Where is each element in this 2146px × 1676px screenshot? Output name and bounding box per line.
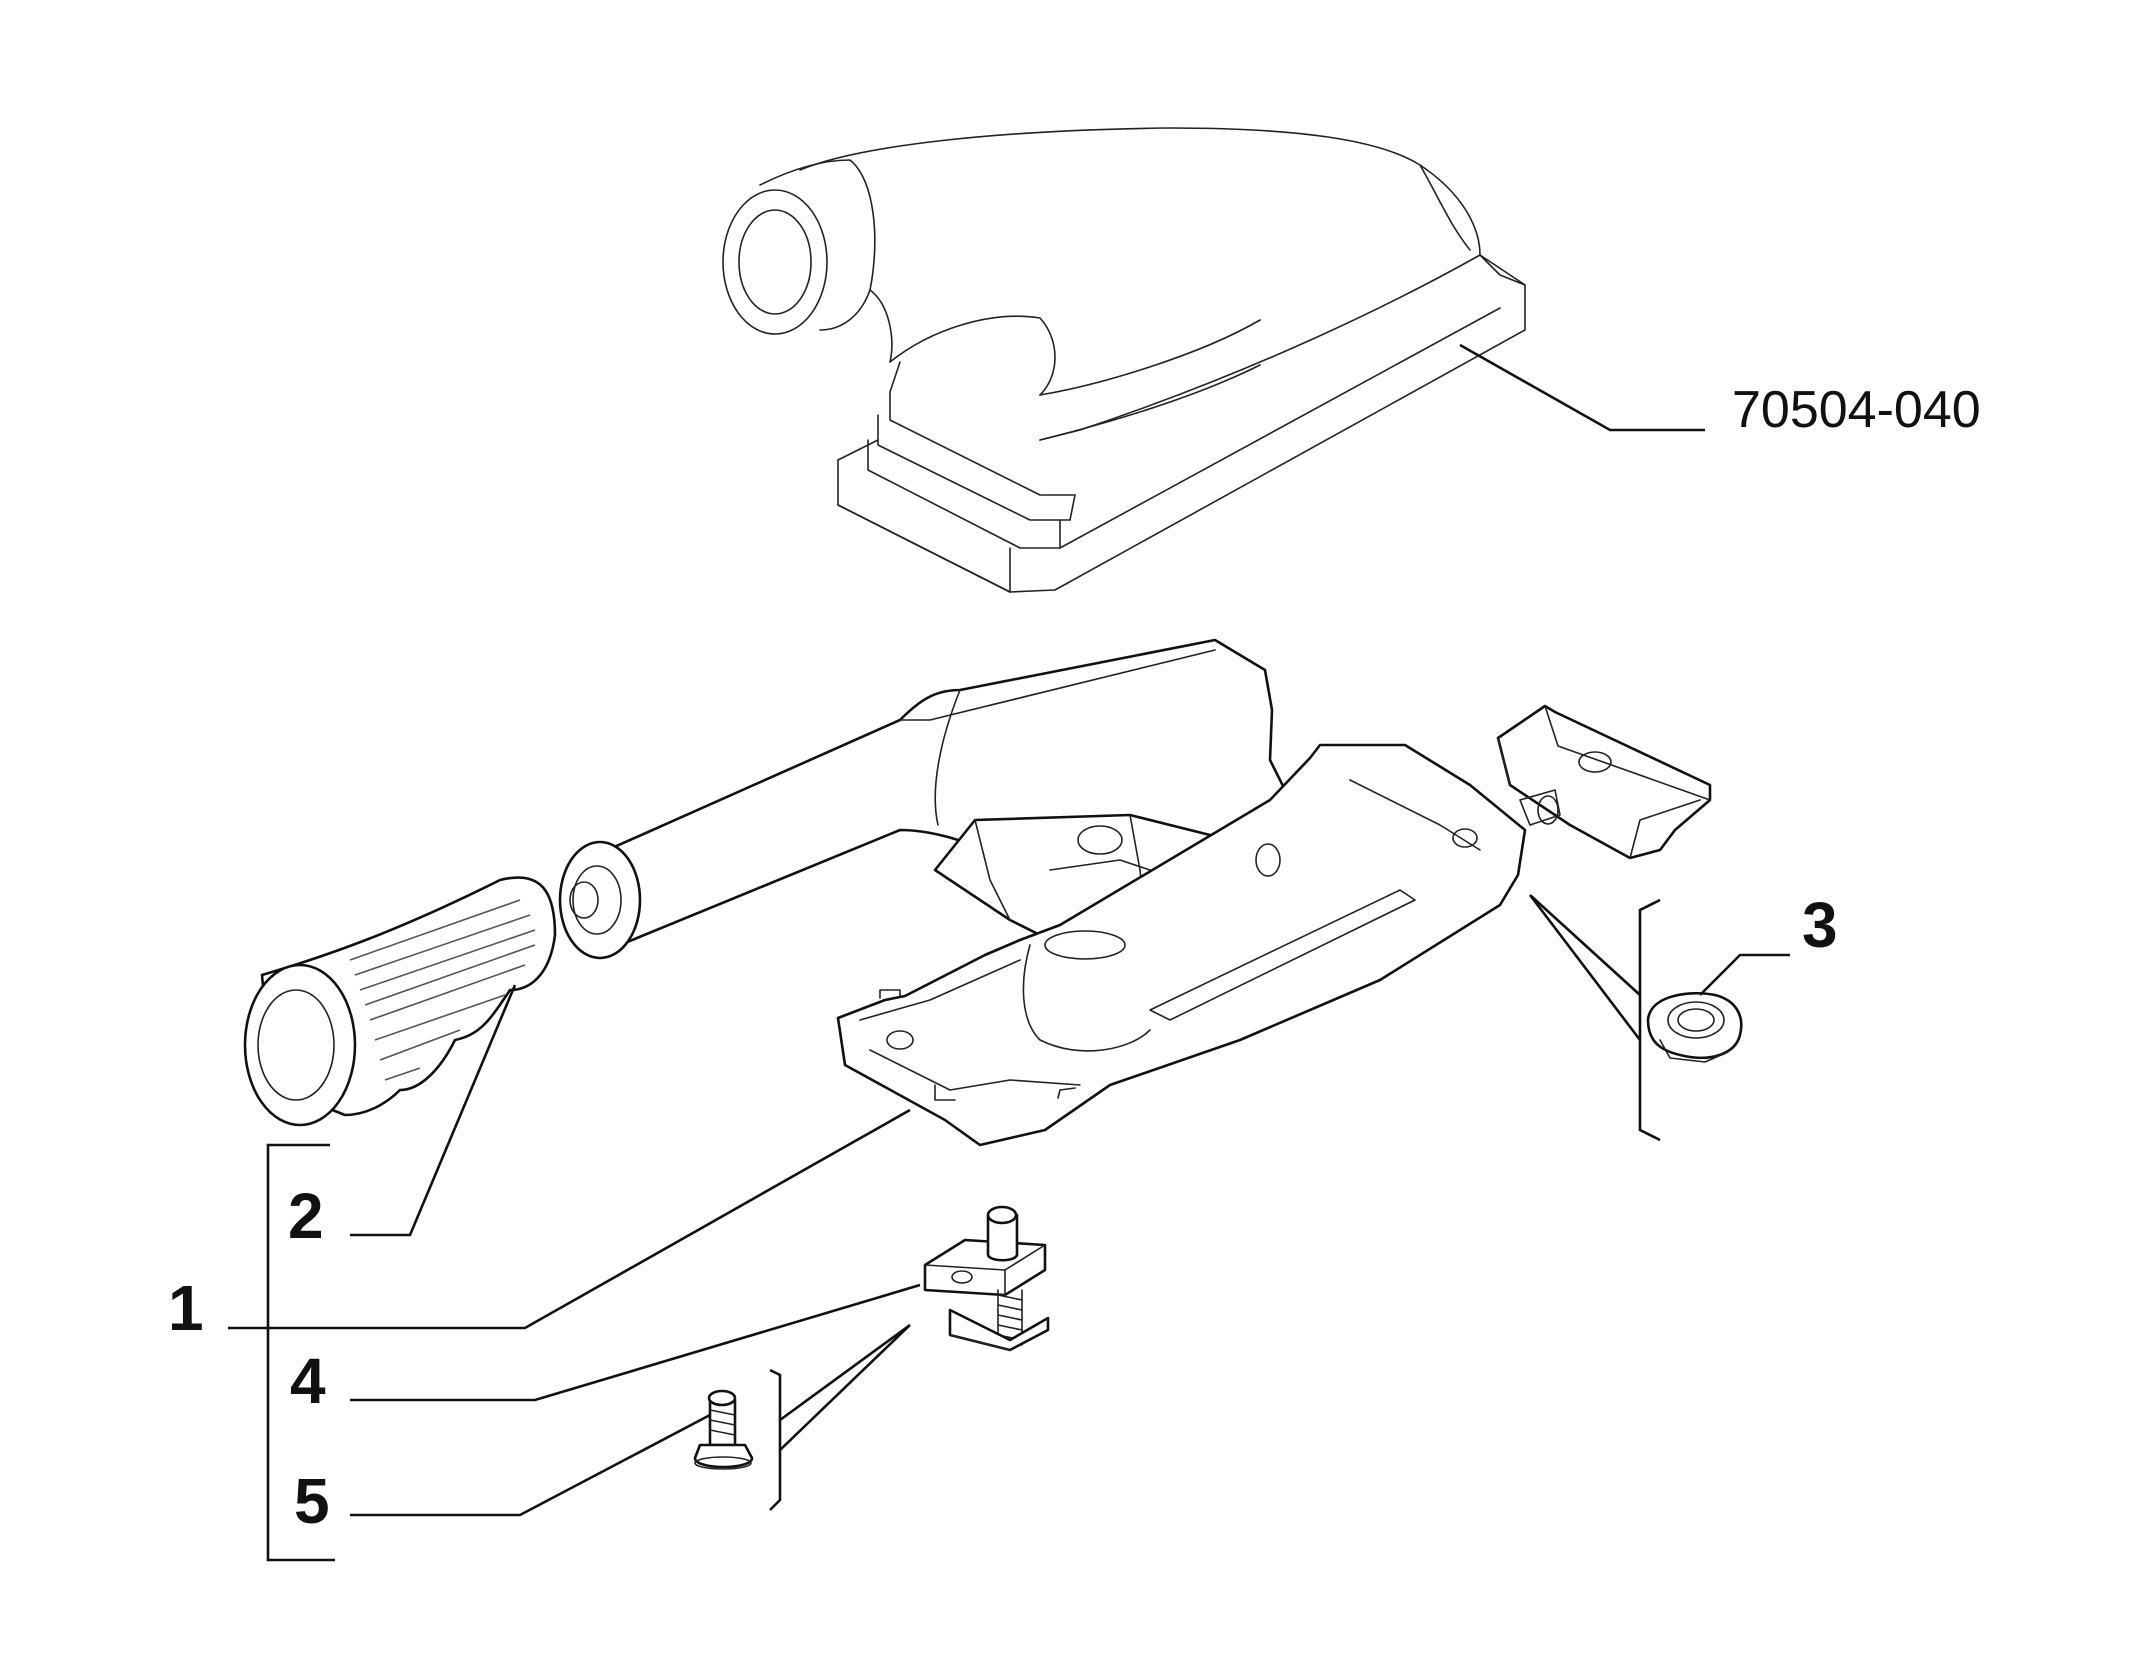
leader-callout-5 bbox=[350, 1413, 711, 1517]
leader-callout-2 bbox=[350, 984, 517, 1237]
part-number-label: 70504-040 bbox=[1732, 381, 1981, 439]
callout-2: 2 bbox=[288, 1180, 324, 1252]
bracket-group-45 bbox=[769, 1368, 782, 1511]
lever-grip bbox=[243, 876, 557, 1127]
leader-bracket-45 bbox=[779, 1323, 911, 1451]
countersunk-screw bbox=[693, 1389, 754, 1470]
bracket-group-1 bbox=[266, 1143, 335, 1562]
leader-callout-1 bbox=[228, 1108, 911, 1330]
callout-4: 4 bbox=[290, 1345, 326, 1417]
stud-bracket bbox=[923, 1205, 1050, 1352]
leader-callout-4 bbox=[350, 1283, 921, 1402]
leader-part-number bbox=[1459, 343, 1705, 432]
flange-nut bbox=[1646, 991, 1743, 1063]
leader-plate-to-3 bbox=[1528, 894, 1642, 1041]
lever-base-plate bbox=[836, 743, 1527, 1147]
leader-callout-3 bbox=[1699, 953, 1790, 996]
callout-5: 5 bbox=[294, 1465, 330, 1537]
cable-clip bbox=[1496, 704, 1712, 860]
callout-1: 1 bbox=[168, 1272, 204, 1344]
boot-gaiter bbox=[722, 127, 1526, 593]
bracket-group-3 bbox=[1638, 898, 1661, 1142]
callout-3: 3 bbox=[1802, 889, 1838, 961]
